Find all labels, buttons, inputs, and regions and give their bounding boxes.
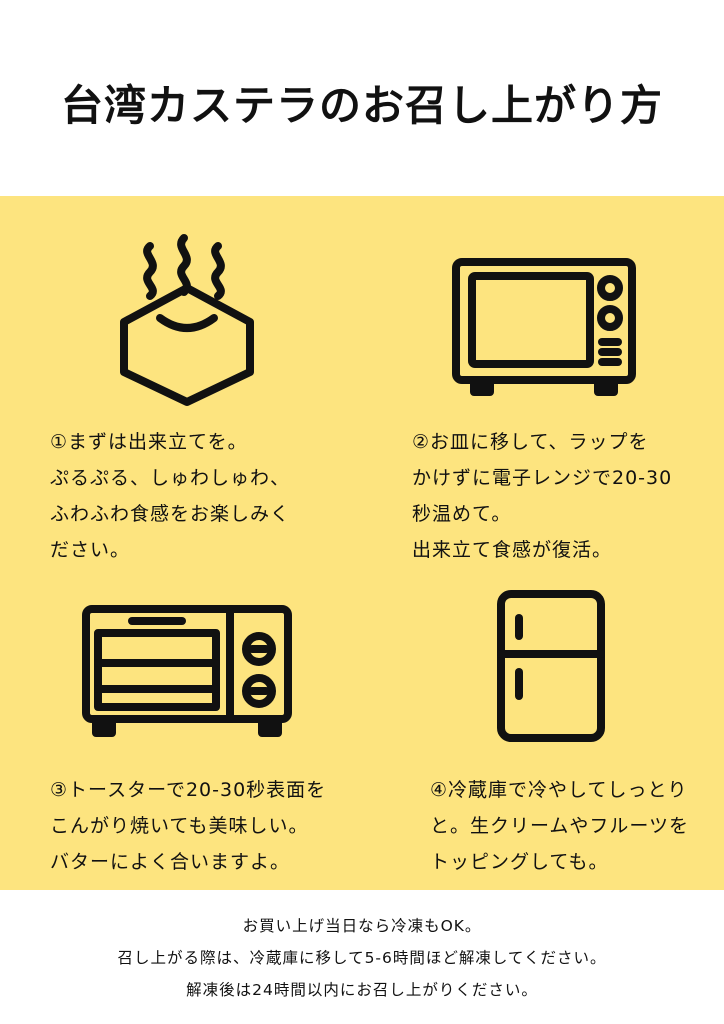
storage-note-line: 召し上がる際は、冷蔵庫に移して5-6時間ほど解凍してください。 xyxy=(117,949,607,967)
step-4-text: ④冷蔵庫で冷やしてしっとり と。生クリームやフルーツを トッピングしても。 xyxy=(430,779,690,873)
microwave-icon xyxy=(452,258,636,398)
toaster-oven-icon xyxy=(82,605,292,739)
storage-note-line: お買い上げ当日なら冷凍もOK。 xyxy=(242,917,482,935)
storage-note-line: 解凍後は24時間以内にお召し上がりください。 xyxy=(186,981,538,999)
steaming-cake-icon xyxy=(112,232,262,407)
step-3-text: ③トースターで20-30秒表面を こんがり焼いても美味しい。 バターによく合いま… xyxy=(50,779,327,873)
step-2-text: ②お皿に移して、ラップを かけずに電子レンジで20-30 秒温めて。 出来立て食… xyxy=(412,431,673,561)
page-title: 台湾カステラのお召し上がり方 xyxy=(60,81,663,130)
refrigerator-icon xyxy=(497,590,605,742)
step-1-text: ①まずは出来立てを。 ぷるぷる、しゅわしゅわ、 ふわふわ食感をお楽しみく ださい… xyxy=(50,431,291,561)
storage-note: お買い上げ当日なら冷凍もOK。 召し上がる際は、冷蔵庫に移して5-6時間ほど解凍… xyxy=(0,910,724,1006)
